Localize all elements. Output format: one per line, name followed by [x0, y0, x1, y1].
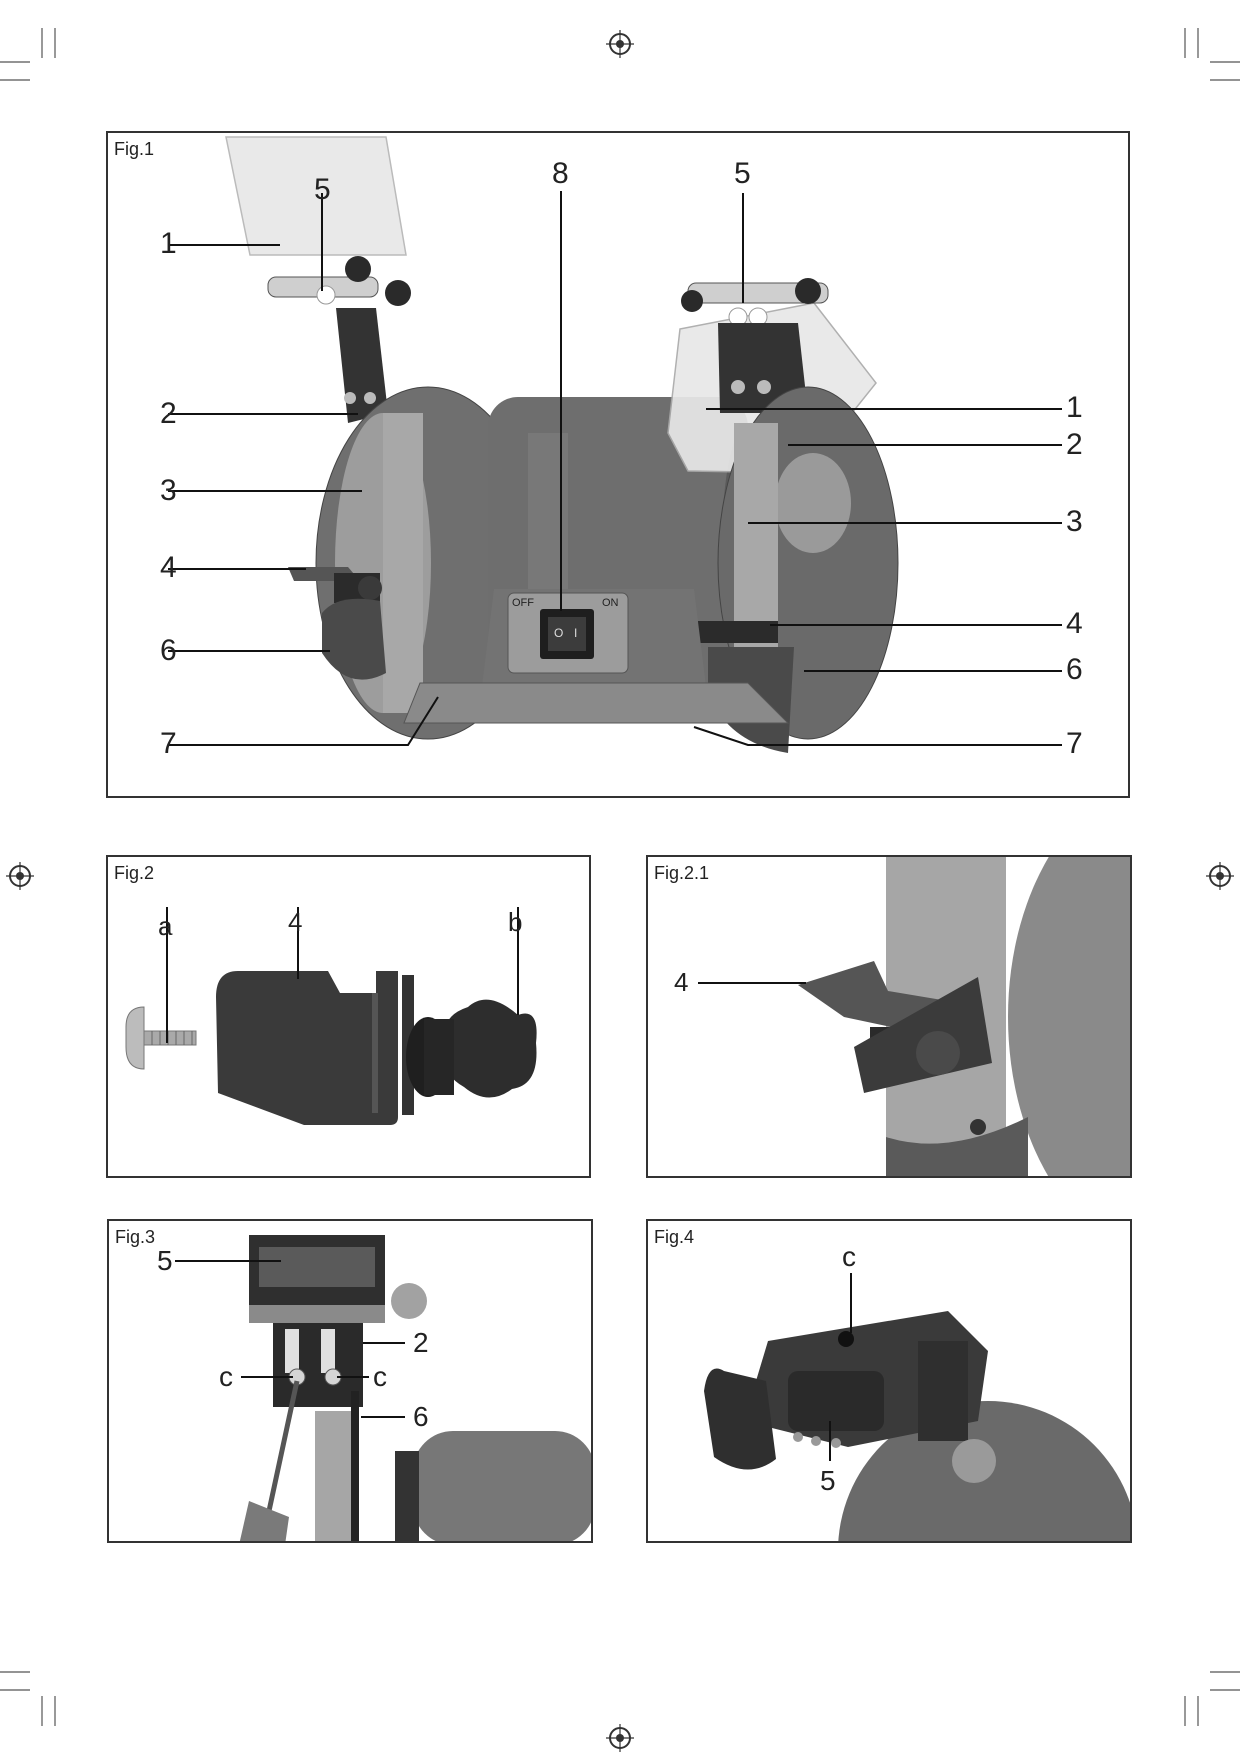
- switch-i-label: I: [574, 626, 578, 640]
- tool-rest-parts-illustration: [125, 907, 537, 1125]
- fig1-callout-7-left: 7: [160, 727, 177, 760]
- fig1-title: Fig.1: [114, 139, 155, 159]
- registration-mark-top: [606, 30, 634, 58]
- fig1-callout-3-left: 3: [160, 474, 177, 507]
- registration-mark-bottom: [606, 1724, 634, 1752]
- fig1-callout-4-right: 4: [1066, 607, 1083, 640]
- fig1-callout-8: 8: [552, 157, 569, 190]
- fig3-callout-c-right: c: [373, 1361, 387, 1392]
- fig2-callout-4: 4: [288, 907, 303, 937]
- fig1-callout-2-left: 2: [160, 397, 177, 430]
- bench-grinder-illustration: [168, 136, 1062, 753]
- fig3-callout-6: 6: [413, 1401, 429, 1432]
- fig2-callout-a: a: [158, 911, 173, 941]
- fig1-callout-1-left: 1: [160, 227, 177, 260]
- fig1-callout-6-left: 6: [160, 634, 177, 667]
- fig2-1-title: Fig.2.1: [654, 863, 710, 883]
- fig2-title: Fig.2: [114, 863, 155, 883]
- fig1-callout-2-right: 2: [1066, 428, 1083, 461]
- fig1-callout-6-right: 6: [1066, 653, 1083, 686]
- figure-2: Fig.2 a 4 b: [106, 855, 591, 1178]
- registration-mark-right: [1206, 862, 1234, 890]
- fig3-callout-2: 2: [413, 1327, 429, 1358]
- registration-mark-left: [6, 862, 34, 890]
- fig3-title: Fig.3: [115, 1227, 156, 1247]
- fig1-callout-5-left: 5: [314, 173, 331, 206]
- tool-rest-mounted-illustration: [698, 857, 1130, 1176]
- fig2-1-callout-4: 4: [674, 967, 689, 997]
- fig3-callout-5: 5: [157, 1245, 173, 1276]
- fig1-callout-5-right: 5: [734, 157, 751, 190]
- fig2-callout-b: b: [508, 907, 523, 937]
- fig1-callout-7-right: 7: [1066, 727, 1083, 760]
- fig4-callout-c: c: [842, 1241, 856, 1272]
- figure-2-1: Fig.2.1 4: [646, 855, 1132, 1178]
- switch-off-label: OFF: [512, 597, 534, 609]
- fig3-callout-c-left: c: [219, 1361, 233, 1392]
- switch-o-label: O: [554, 626, 564, 640]
- figure-4: Fig.4 c 5: [646, 1219, 1132, 1543]
- fig4-title: Fig.4: [654, 1227, 695, 1247]
- fig4-callout-5: 5: [820, 1465, 836, 1496]
- figure-1: Fig.1 1 5 2 3 4 6 7 8 5 1 2 3 4 6 7 OFF …: [106, 131, 1130, 798]
- fig1-callout-1-right: 1: [1066, 391, 1083, 424]
- fig1-callout-4-left: 4: [160, 551, 177, 584]
- fig1-callout-3-right: 3: [1066, 505, 1083, 538]
- lamp-unit-illustration: [704, 1273, 1130, 1541]
- figure-3: Fig.3 5 2 c c 6: [107, 1219, 593, 1543]
- switch-on-label: ON: [602, 597, 619, 609]
- lamp-bracket-adjustment-illustration: [175, 1235, 591, 1541]
